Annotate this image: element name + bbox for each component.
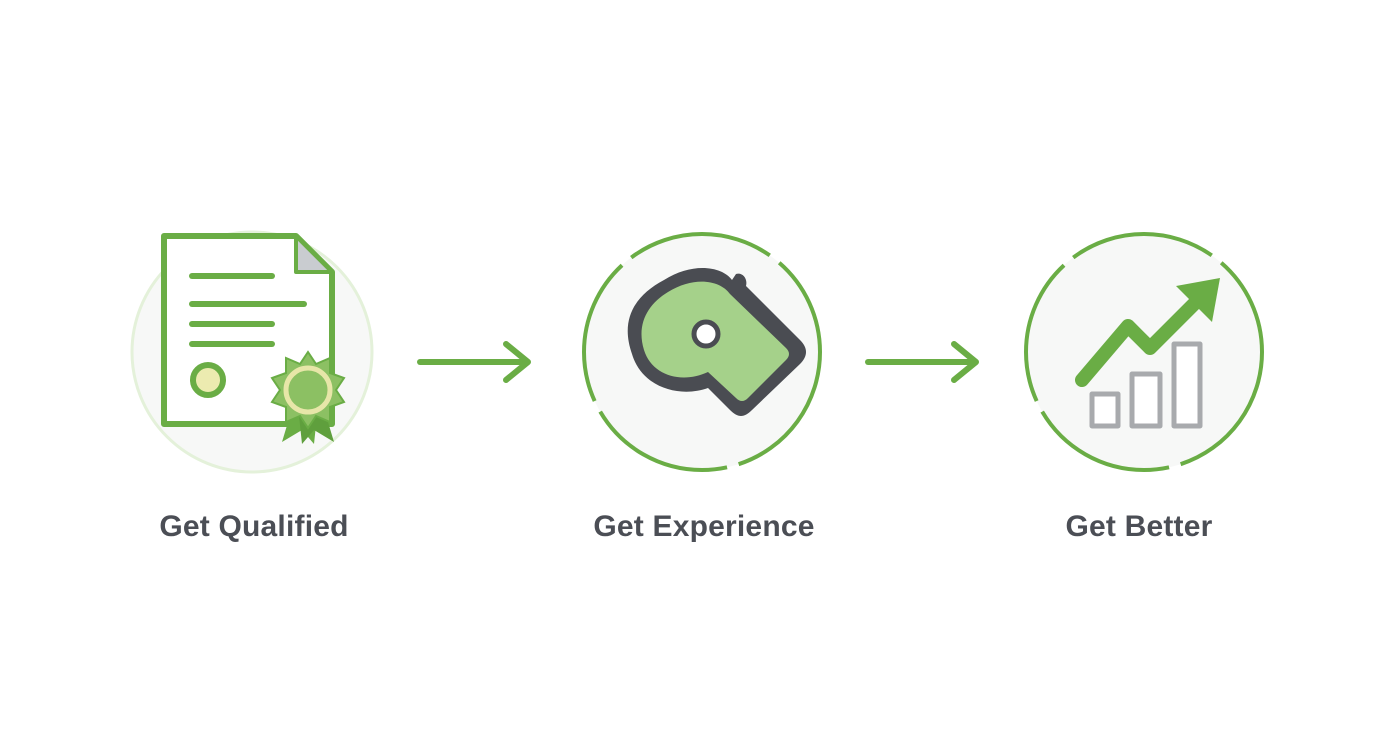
step-label-get-better: Get Better — [1065, 510, 1213, 543]
whistle-icon — [582, 232, 822, 472]
step-label-get-experience: Get Experience — [593, 510, 815, 543]
certificate-document-icon — [130, 230, 374, 474]
growth-chart-icon — [1024, 232, 1264, 472]
arrow-right-icon — [417, 341, 531, 383]
arrow-right-icon — [865, 341, 979, 383]
step-label-get-qualified: Get Qualified — [159, 510, 349, 543]
